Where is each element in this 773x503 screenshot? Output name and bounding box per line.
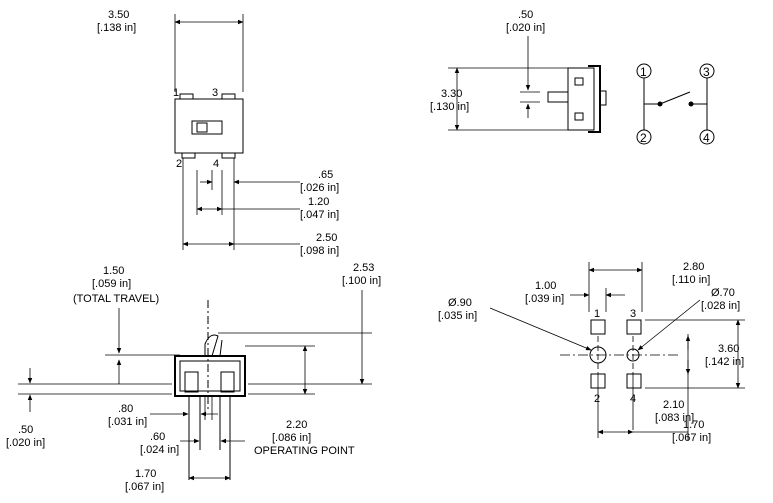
front-travel-note: (TOTAL TRAVEL)	[73, 293, 159, 305]
front-view: 1.50 [.059 in] (TOTAL TRAVEL) 2.53 [.100…	[6, 262, 381, 493]
side-height-mm: 3.30	[441, 88, 462, 100]
schem-contact-lever	[659, 91, 691, 105]
pcb-pad-4	[626, 373, 642, 389]
pin-4-lead	[221, 152, 236, 159]
top-pin-1-label: 1	[173, 87, 179, 99]
front-actuator	[204, 334, 219, 357]
front-lead-b-mm: .60	[150, 431, 165, 443]
front-op-point-label: OPERATING POINT	[254, 445, 355, 457]
pcb-hole-large-leader	[489, 307, 592, 351]
front-lead-a-in: [.031 in]	[108, 416, 147, 428]
pcb-row-spacing-mm: 3.60	[718, 343, 739, 355]
top-actuator	[196, 122, 208, 133]
pcb-pad-width-in: [.039 in]	[525, 293, 564, 305]
top-body	[174, 98, 244, 154]
pcb-pad-1-label: 1	[594, 308, 600, 320]
front-travel-in: [.059 in]	[92, 278, 131, 290]
top-span-in: [.098 in]	[300, 245, 339, 257]
top-actuator-slot	[191, 120, 223, 135]
pin-2-lead	[181, 152, 196, 159]
top-pin-width-in: [.026 in]	[300, 182, 339, 194]
pcb-pad-2-label: 2	[594, 393, 600, 405]
front-standoff-mm: .50	[18, 424, 33, 436]
front-height-mm: 2.53	[353, 262, 374, 274]
pin-1-lead	[179, 93, 194, 100]
pcb-hole-small-in: [.028 in]	[701, 300, 740, 312]
top-view: 3.50 [.138 in] 1 3 2 4 .65 [.026 in]	[97, 9, 339, 257]
front-height-in: [.100 in]	[342, 275, 381, 287]
pcb-row-spacing-in: [.142 in]	[705, 356, 744, 368]
schem-pin-1-label: 1	[640, 65, 647, 79]
side-actuator-stem	[547, 91, 569, 103]
side-actuator-in: [.020 in]	[506, 22, 545, 34]
top-span-mm: 2.50	[316, 232, 337, 244]
pcb-offset-b-mm: 1.70	[683, 419, 704, 431]
top-width-in: [.138 in]	[97, 22, 136, 34]
pcb-pad-width-mm: 1.00	[535, 280, 556, 292]
front-op-point-in: [.086 in]	[272, 432, 311, 444]
pcb-pad-1	[590, 319, 606, 335]
top-pitch-in: [.047 in]	[300, 209, 339, 221]
pcb-pad-3-label: 3	[630, 308, 636, 320]
front-lead-a-mm: .80	[118, 403, 133, 415]
side-height-in: [.130 in]	[430, 101, 469, 113]
front-standoff-in: [.020 in]	[6, 437, 45, 449]
front-lead-span-in: [.067 in]	[125, 481, 164, 493]
front-body	[174, 355, 246, 397]
pcb-hole-large-mm: Ø.90	[448, 297, 472, 309]
front-travel-mm: 1.50	[103, 265, 124, 277]
top-width-mm: 3.50	[108, 9, 129, 21]
top-pitch-mm: 1.20	[308, 196, 329, 208]
pin-3-lead	[221, 93, 236, 100]
side-actuator-mm: .50	[518, 9, 533, 21]
schem-pin-3-label: 3	[703, 65, 710, 79]
pcb-hole-small-mm: Ø.70	[711, 287, 735, 299]
pcb-hole-small-leader	[637, 299, 701, 351]
top-pin-3-label: 3	[212, 87, 218, 99]
front-op-point-mm: 2.20	[286, 419, 307, 431]
pcb-offset-a-in: [.083 in]	[655, 412, 694, 424]
schem-pin-2-label: 2	[640, 131, 647, 145]
pcb-layout: 2.80 [.110 in] 1.00 [.039 in] 1 3 2 4 Ø.…	[438, 261, 745, 444]
side-body	[567, 67, 595, 131]
top-pin-4-label: 4	[213, 158, 219, 170]
pcb-spacing-in: [.110 in]	[672, 274, 710, 286]
pcb-hole-large-in: [.035 in]	[438, 310, 477, 322]
pcb-spacing-mm: 2.80	[683, 261, 704, 273]
pcb-offset-b-in: [.067 in]	[672, 432, 711, 444]
top-pin-2-label: 2	[176, 158, 182, 170]
pcb-pad-3	[626, 319, 642, 335]
pcb-offset-a-mm: 2.10	[663, 399, 684, 411]
schem-pin-4-label: 4	[703, 131, 710, 145]
switch-schematic: 1 3 2 4	[636, 63, 715, 145]
front-lead-span-mm: 1.70	[135, 468, 156, 480]
front-lead-b-in: [.024 in]	[140, 444, 179, 456]
side-view: .50 [.020 in] 3.30 [.130 in]	[430, 9, 607, 133]
top-pin-width-mm: .65	[318, 169, 333, 181]
